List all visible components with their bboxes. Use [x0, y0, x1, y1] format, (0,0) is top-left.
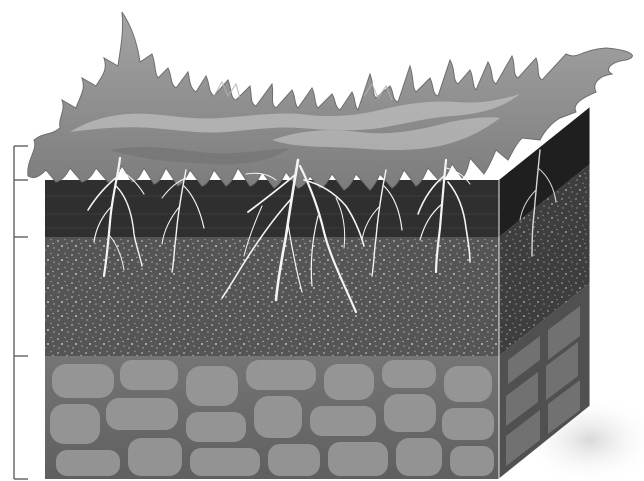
layer-bracket: [14, 146, 28, 479]
